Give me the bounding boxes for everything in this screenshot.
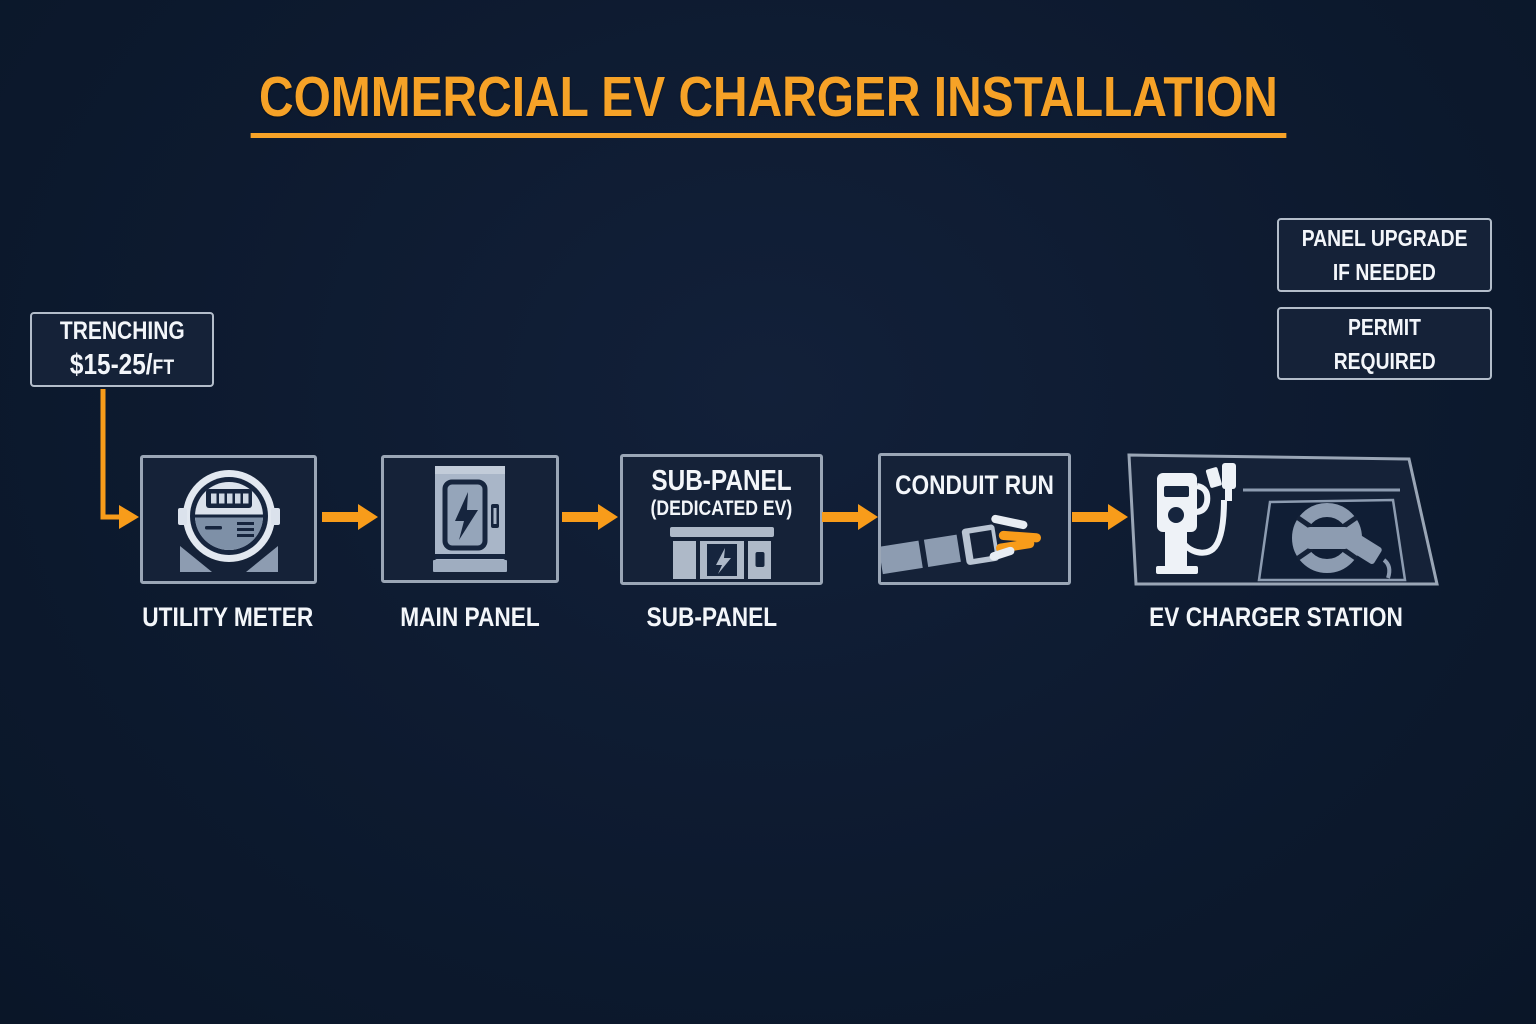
panel-upgrade-callout: PANEL UPGRADE IF NEEDED: [1277, 218, 1492, 292]
panel-upgrade-line1: PANEL UPGRADE: [1301, 225, 1468, 251]
conduit-run-box-title: CONDUIT RUN: [895, 470, 1054, 500]
page-title: COMMERCIAL EV CHARGER INSTALLATION: [0, 68, 1536, 139]
arrow-right-icon: [822, 504, 878, 530]
conduit-icon: [881, 514, 1042, 575]
trenching-price: $15-25/: [69, 348, 153, 381]
page-title-text: COMMERCIAL EV CHARGER INSTALLATION: [250, 68, 1286, 139]
ev-charger-station-label: EV CHARGER STATION: [1149, 601, 1403, 632]
elbow-arrow-icon: [100, 389, 139, 529]
trenching-label: TRENCHING: [59, 316, 185, 345]
utility-meter-icon: [177, 469, 280, 572]
utility-meter-label: UTILITY METER: [142, 601, 314, 632]
sub-panel-box: SUB-PANEL (DEDICATED EV): [620, 454, 823, 585]
utility-meter-box: [140, 455, 317, 584]
ev-charger-station-box: [1127, 453, 1439, 586]
permit-line1: PERMIT: [1347, 313, 1421, 340]
ev-charger-station-icon: [1156, 463, 1407, 582]
sub-panel-icon: [669, 527, 774, 579]
trenching-price-unit: FT: [152, 355, 175, 379]
permit-callout: PERMIT REQUIRED: [1277, 307, 1492, 380]
arrow-right-icon: [562, 504, 618, 530]
conduit-run-box: CONDUIT RUN: [878, 453, 1071, 585]
arrow-right-icon: [322, 504, 378, 530]
sub-panel-box-title: SUB-PANEL: [651, 465, 792, 497]
sub-panel-label: SUB-PANEL: [646, 601, 778, 632]
permit-line2: REQUIRED: [1333, 347, 1436, 374]
sub-panel-box-subtitle: (DEDICATED EV): [650, 497, 793, 520]
main-panel-box: [381, 455, 559, 583]
main-panel-label: MAIN PANEL: [400, 601, 540, 632]
trenching-callout: TRENCHING $15-25/FT: [30, 312, 214, 387]
panel-upgrade-line2: IF NEEDED: [1332, 259, 1437, 285]
breaker-panel-icon: [433, 466, 507, 572]
